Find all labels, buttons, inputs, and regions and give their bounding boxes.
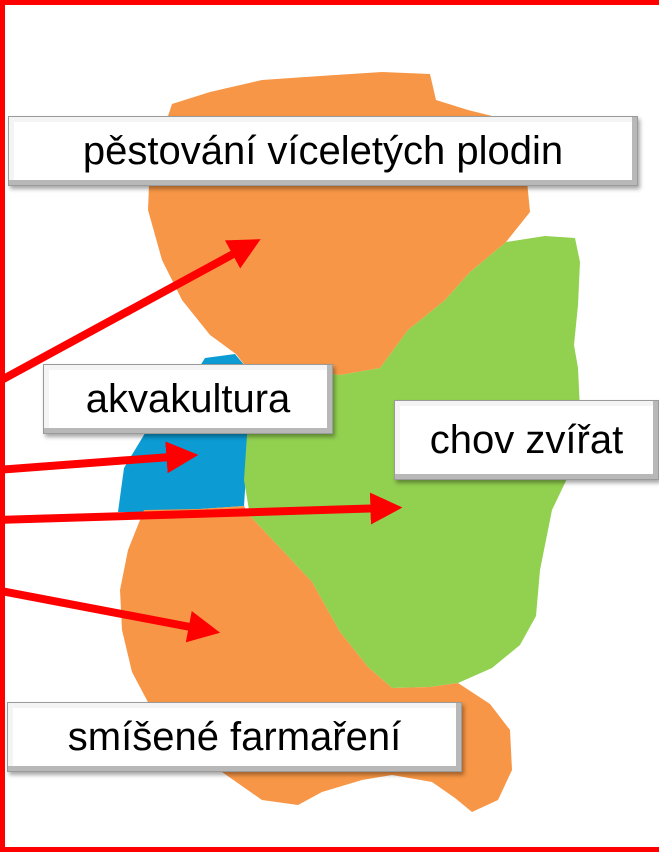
aquaculture-label: akvakultura: [43, 364, 333, 434]
mixed-farming-label-text: smíšené farmaření: [67, 715, 402, 759]
perennial-crops-label-text: pěstování víceletých plodin: [82, 129, 564, 173]
arrow-to-livestock: [0, 492, 403, 525]
arrow-to-perennial-crops: [0, 239, 261, 386]
arrow-to-aquaculture: [0, 441, 199, 474]
aquaculture-label-text: akvakultura: [85, 377, 291, 421]
arrow-to-mixed-farming: [0, 586, 221, 643]
livestock-label-text: chov zvířat: [429, 418, 624, 462]
perennial-crops-label: pěstování víceletých plodin: [8, 116, 638, 186]
mixed-farming-label: smíšené farmaření: [7, 702, 462, 772]
livestock-label: chov zvířat: [394, 400, 659, 480]
